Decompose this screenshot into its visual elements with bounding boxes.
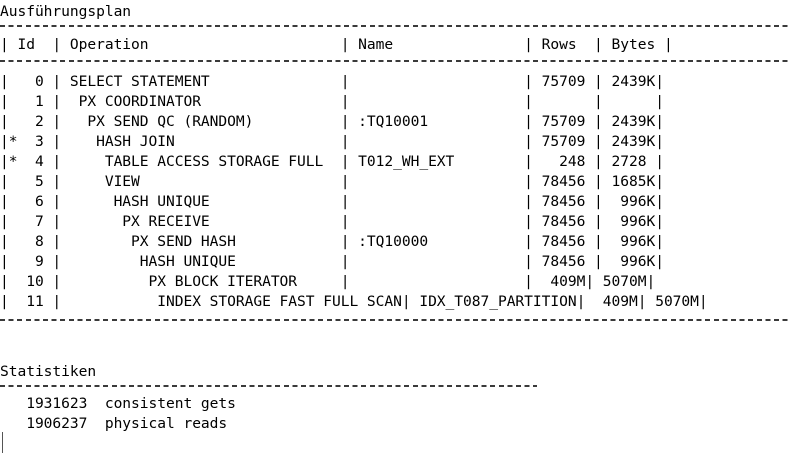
plan-separator-bottom (0, 319, 790, 321)
plan-heading: Ausführungsplan (0, 3, 132, 20)
table-row[interactable]: | 11 | INDEX STORAGE FAST FULL SCAN| IDX… (0, 293, 708, 310)
plan-table-header: | Id | Operation | Name | Rows | Bytes | (0, 36, 673, 53)
plan-separator-header (0, 60, 790, 62)
list-item: 1931623 consistent gets (0, 395, 236, 412)
statistics-heading: Statistiken (0, 363, 97, 380)
table-row[interactable]: | 6 | HASH UNIQUE | | 78456 | 996K| (0, 193, 664, 210)
table-row[interactable]: | 1 | PX COORDINATOR | | | | (0, 93, 664, 110)
table-row[interactable]: | 10 | PX BLOCK ITERATOR | | 409M| 5070M… (0, 273, 656, 290)
table-row[interactable]: |* 4 | TABLE ACCESS STORAGE FULL | T012_… (0, 153, 664, 170)
table-row[interactable]: | 7 | PX RECEIVE | | 78456 | 996K| (0, 213, 664, 230)
table-row[interactable]: | 0 | SELECT STATEMENT | | 75709 | 2439K… (0, 73, 664, 90)
table-row[interactable]: | 9 | HASH UNIQUE | | 78456 | 996K| (0, 253, 664, 270)
table-row[interactable]: | 2 | PX SEND QC (RANDOM) | :TQ10001 | 7… (0, 113, 664, 130)
table-row[interactable]: |* 3 | HASH JOIN | | 75709 | 2439K| (0, 133, 664, 150)
table-row[interactable]: | 5 | VIEW | | 78456 | 1685K| (0, 173, 664, 190)
list-item: 1906237 physical reads (0, 415, 228, 432)
table-row[interactable]: | 8 | PX SEND HASH | :TQ10000 | 78456 | … (0, 233, 664, 250)
plan-separator-top (0, 25, 790, 27)
statistics-separator (0, 385, 537, 387)
text-cursor[interactable] (2, 432, 3, 453)
